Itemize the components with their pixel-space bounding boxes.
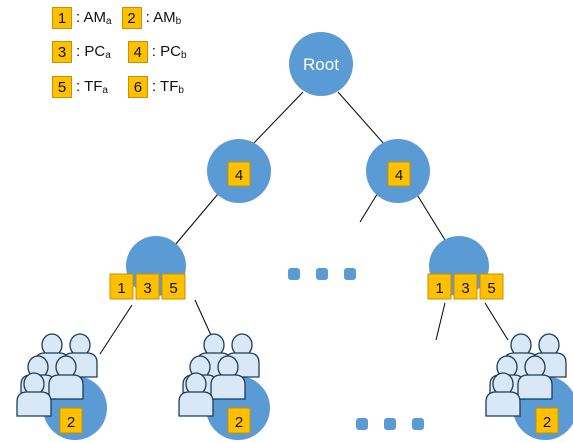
legend-text-2: : AMb <box>145 9 182 27</box>
leaf-node-2: 2 <box>178 333 270 440</box>
svg-text:4: 4 <box>395 167 403 184</box>
badge-l2-left-2: 3 <box>143 280 151 297</box>
edge-l2-right-leaf <box>484 302 509 341</box>
edge-l2-leaf-left <box>99 304 133 355</box>
badge-l2-right-3: 5 <box>487 280 495 297</box>
legend-badge-6: 6 <box>127 76 148 98</box>
leaf-badge-2: 2 <box>235 414 243 431</box>
leaf-badge-3: 2 <box>543 414 551 431</box>
legend-text-3: : PCa <box>76 43 111 61</box>
root-node <box>289 32 353 96</box>
legend-badge-5: 5 <box>52 76 72 98</box>
legend-badge-1: 1 <box>52 7 72 29</box>
svg-text:4: 4 <box>235 167 243 184</box>
legend-row-3: 5 : TFa 6 : TFb <box>52 76 184 98</box>
leaf-node-3: 2 <box>485 333 573 440</box>
level2-badges-right: 1 3 5 <box>427 273 504 300</box>
level1-badge-left: 4 <box>227 161 251 187</box>
legend-badge-3: 3 <box>52 41 72 63</box>
legend-badge-2: 2 <box>121 7 142 29</box>
leaf-node-1: 2 <box>16 333 107 440</box>
legend-badge-4: 4 <box>127 41 148 63</box>
edge-l1-right <box>415 192 446 241</box>
leaf-badge-1: 2 <box>67 414 75 431</box>
legend-row-1: 1 : AMa 2 : AMb <box>52 7 181 29</box>
badge-l2-left-3: 5 <box>169 280 177 297</box>
edge-root-left <box>251 91 304 146</box>
badge-l2-left-1: 1 <box>117 280 125 297</box>
level2-badges-left: 1 3 5 <box>109 273 186 300</box>
legend-text-5: : TFa <box>76 78 108 96</box>
legend-text-4: : PCb <box>151 43 187 61</box>
level1-badge-right: 4 <box>387 161 411 187</box>
edge-l1-left <box>174 187 224 246</box>
ellipsis-middle <box>288 268 356 280</box>
badge-l2-right-1: 1 <box>435 280 443 297</box>
legend-text-6: : TFb <box>151 78 184 96</box>
ellipsis-bottom <box>356 418 424 430</box>
edge-l2-right-stub <box>435 302 446 341</box>
root-label: Root <box>303 55 339 74</box>
tree-edges <box>99 91 509 355</box>
edge-root-right <box>337 91 386 146</box>
legend-text-1: : AMa <box>76 9 112 27</box>
badge-l2-right-2: 3 <box>461 280 469 297</box>
legend-row-2: 3 : PCa 4 : PCb <box>52 41 187 63</box>
